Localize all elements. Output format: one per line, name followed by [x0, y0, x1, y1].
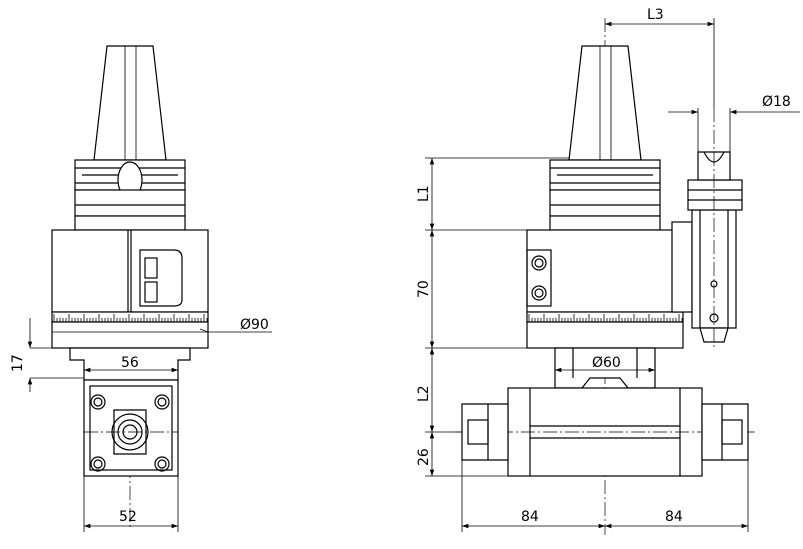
left-coolant-block [139, 249, 183, 307]
left-square-head [83, 379, 179, 477]
left-taper-shank [93, 45, 167, 161]
left-dim-dia90: Ø90 [240, 317, 269, 333]
right-dim-L1: L1 [416, 185, 432, 202]
right-view: L3 Ø18 L1 70 Ø60 L2 26 84 84 [416, 7, 800, 535]
right-dim-L2: L2 [416, 385, 432, 402]
right-main-body [526, 229, 684, 313]
left-dim-56: 56 [121, 355, 139, 371]
right-dim-dia18: Ø18 [762, 94, 791, 110]
right-dim-84-right: 84 [665, 509, 683, 525]
right-dim-26: 26 [416, 448, 432, 466]
left-main-body [51, 229, 209, 313]
left-dim-17: 17 [10, 354, 26, 372]
right-taper-shank [568, 45, 642, 161]
right-collet-nut [687, 179, 743, 211]
right-dim-L3: L3 [647, 7, 664, 23]
right-left-collet [461, 403, 509, 461]
right-coolant-plate [671, 221, 693, 313]
right-right-collet [701, 403, 749, 461]
left-view: Ø90 17 56 52 [10, 45, 272, 532]
right-dim-84-left: 84 [521, 509, 539, 525]
right-dim-dia60: Ø60 [592, 355, 621, 371]
right-dim-70: 70 [416, 280, 432, 298]
left-dim-52: 52 [119, 509, 137, 525]
